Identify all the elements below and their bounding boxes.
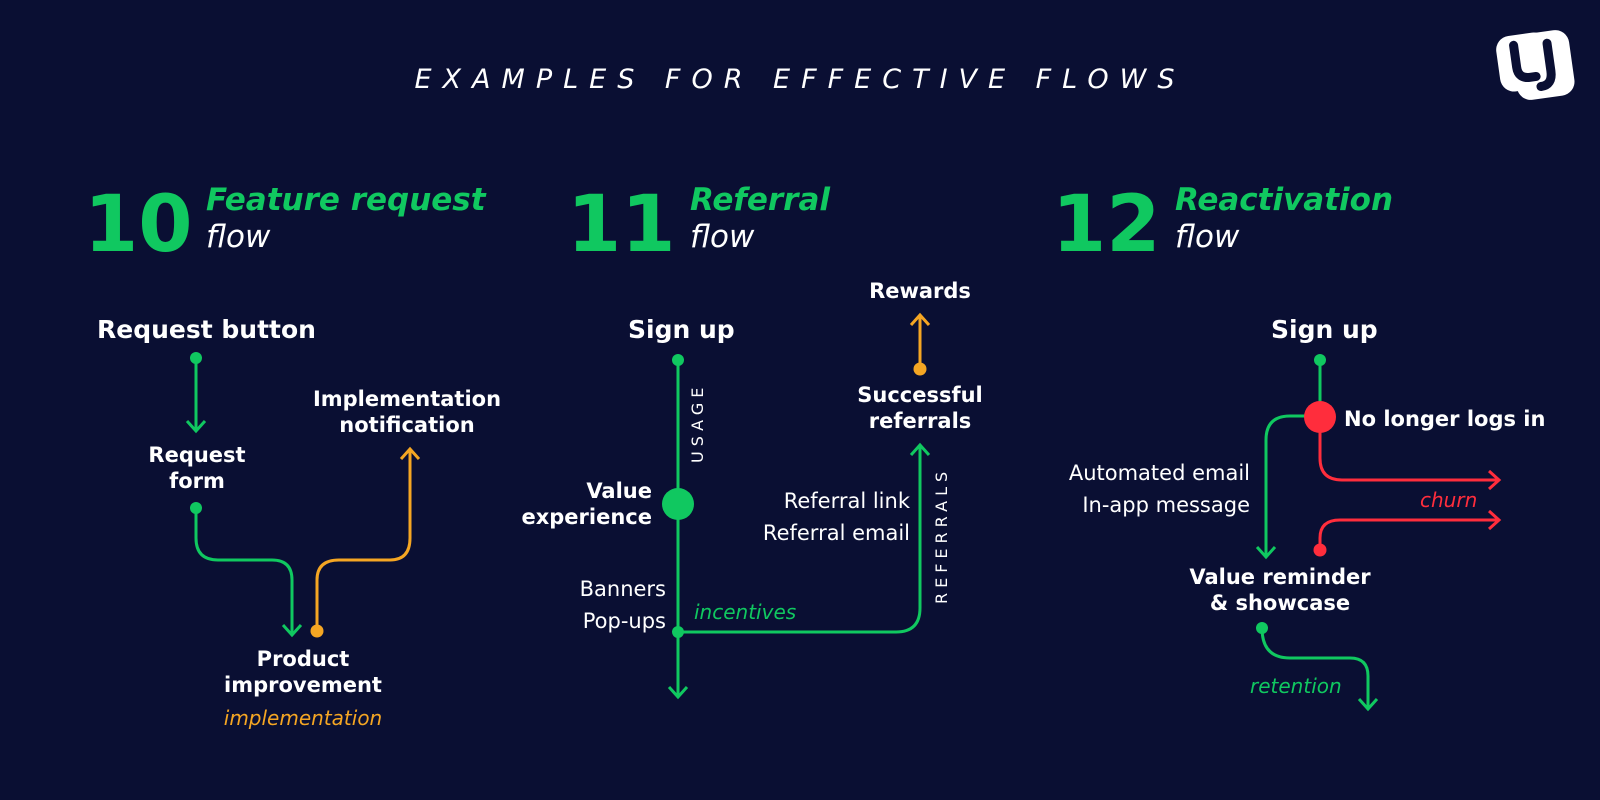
incentives-label: incentives xyxy=(694,600,797,624)
rewards-label: Rewards xyxy=(869,279,971,303)
product-improvement-label: Product improvement xyxy=(224,647,382,698)
referral-link-label: Referral link xyxy=(783,489,910,513)
referral-email-label: Referral email xyxy=(762,521,910,545)
banners-label: Banners xyxy=(579,577,666,601)
in-app-message-label: In-app message xyxy=(1082,493,1250,517)
referrals-label: REFERRALS xyxy=(932,466,951,604)
value-experience-label: Value experience xyxy=(521,479,652,530)
request-form-label: Request form xyxy=(148,443,246,494)
flow-11-connectors xyxy=(662,312,931,700)
flow-12-connectors xyxy=(1255,354,1502,712)
brand-logo xyxy=(1496,30,1575,100)
automated-email-label: Automated email xyxy=(1068,461,1250,485)
flow-11-number: 11 xyxy=(567,180,676,270)
flow-10-subtitle: flow xyxy=(206,219,271,256)
flow-12-subtitle: flow xyxy=(1175,219,1240,256)
churn-label: churn xyxy=(1420,488,1478,512)
flow-10-title: Feature request xyxy=(206,182,486,218)
flow-12-heading: Reactivation flow xyxy=(1175,182,1393,256)
flow-11-subtitle: flow xyxy=(690,219,755,256)
flow-12-title: Reactivation xyxy=(1175,182,1394,218)
flow-10-number: 10 xyxy=(84,180,193,270)
popups-label: Pop-ups xyxy=(582,609,666,633)
flow-12-sign-up-label: Sign up xyxy=(1271,315,1378,344)
flow-11-title: Referral xyxy=(690,182,830,218)
implementation-notification-label: Implementation notification xyxy=(312,387,502,438)
flow-10-heading: Feature request flow xyxy=(206,182,486,256)
no-longer-logs-in-label: No longer logs in xyxy=(1344,407,1546,431)
flow-12-number: 12 xyxy=(1052,180,1161,270)
flow-10-connectors xyxy=(185,352,421,638)
retention-label: retention xyxy=(1250,674,1342,698)
value-reminder-label: Value reminder & showcase xyxy=(1189,565,1371,616)
flow-11-heading: Referral flow xyxy=(690,182,830,256)
flow-11-sign-up-label: Sign up xyxy=(628,315,735,344)
implementation-label: implementation xyxy=(223,706,383,730)
request-button-label: Request button xyxy=(97,315,316,344)
page-title: EXAMPLES FOR EFFECTIVE FLOWS xyxy=(414,64,1186,95)
successful-referrals-label: Successful referrals xyxy=(857,383,983,434)
usage-label: USAGE xyxy=(688,382,707,463)
